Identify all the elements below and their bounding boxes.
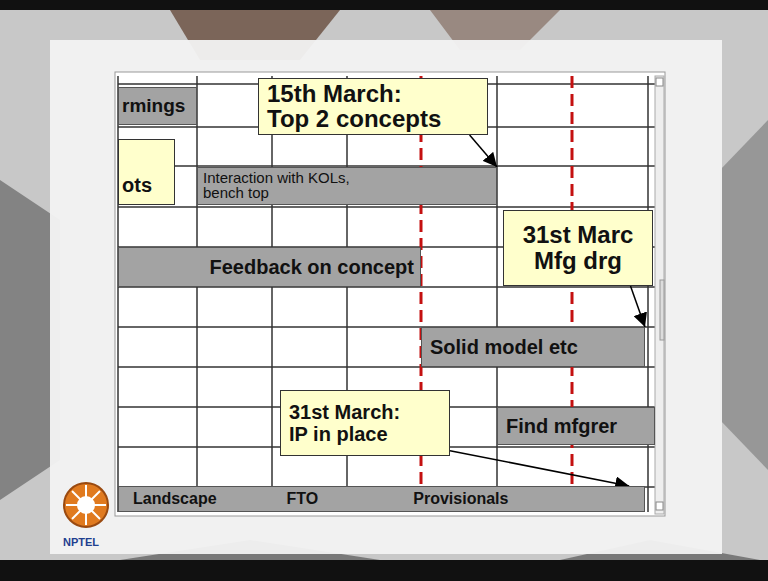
task-bar: Solid model etc — [421, 327, 645, 367]
scrollbar — [655, 76, 664, 514]
bar-text: Landscape — [133, 490, 217, 508]
callout-arrow — [631, 286, 646, 327]
grid-line — [196, 76, 198, 512]
milestone-line — [571, 76, 574, 512]
bar-text: ots — [122, 174, 152, 196]
logo-spoke — [72, 491, 100, 519]
milestone-callout: 31st Marc Mfg drg — [503, 210, 653, 286]
task-bar: Find mfgrer — [497, 407, 655, 445]
task-bar: rmings — [118, 87, 197, 125]
logo-disc — [64, 483, 108, 527]
photo-blur — [720, 120, 768, 470]
milestone-callout: ots — [118, 139, 175, 205]
bar-text: Feedback on concept — [210, 256, 415, 278]
bar-text: Provisionals — [413, 490, 508, 508]
bar-text: 31st March: IP in place — [289, 401, 415, 445]
grid-line — [647, 76, 649, 512]
scroll-thumb — [660, 280, 664, 340]
bar-text: Solid model etc — [430, 336, 578, 358]
milestone-callout: 15th March: Top 2 concepts — [258, 78, 488, 135]
grid-line — [118, 206, 660, 208]
photo-backdrop — [0, 10, 768, 560]
milestone-callout: 31st March: IP in place — [280, 390, 450, 456]
logo-label: NPTEL — [63, 536, 99, 548]
bar-text: 31st Marc Mfg drg — [512, 222, 644, 275]
slide-panel — [50, 40, 722, 554]
bar-text: rmings — [122, 96, 185, 117]
scroll-button — [656, 78, 663, 86]
logo-spokes — [66, 485, 106, 525]
bar-text: 15th March: Top 2 concepts — [267, 82, 449, 131]
bar-text: FTO — [287, 490, 319, 508]
task-bar: Interaction with KOLs, bench top — [197, 167, 497, 205]
bar-text: Interaction with KOLs, bench top — [203, 171, 376, 200]
nptel-logo — [64, 483, 108, 527]
grid — [118, 76, 660, 512]
scroll-button — [656, 502, 663, 510]
bar-text: Find mfgrer — [506, 415, 617, 437]
grid-line — [271, 76, 273, 512]
logo-spoke — [72, 491, 100, 519]
callout-arrow — [470, 135, 497, 167]
grid-line — [496, 76, 498, 512]
chart-window — [115, 72, 665, 516]
task-bar: Feedback on concept — [118, 247, 421, 287]
callout-arrow — [450, 451, 629, 486]
task-bar: Landscape FTO Provisionals — [118, 486, 645, 512]
